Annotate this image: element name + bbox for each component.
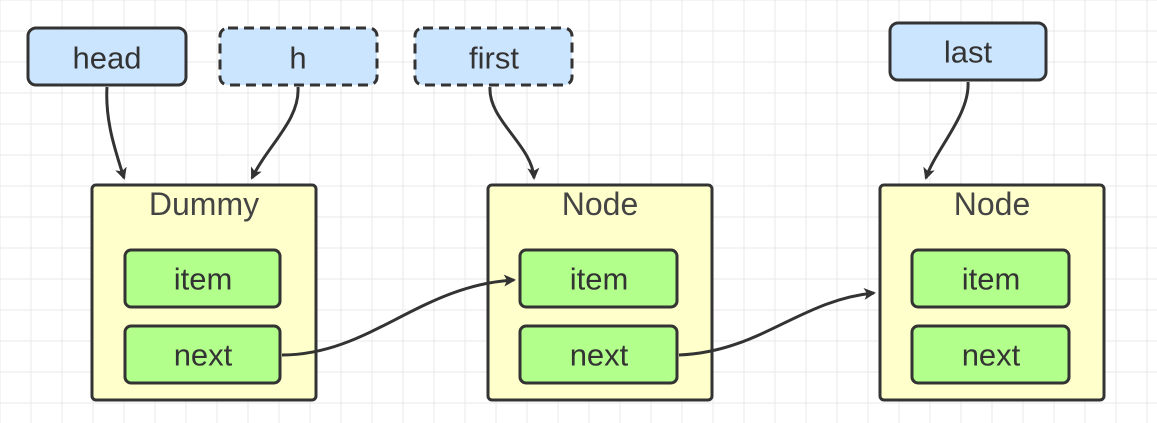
node-dummy: Dummy item next bbox=[90, 183, 318, 402]
arrow-node1-next-to-node2 bbox=[678, 287, 876, 357]
arrow-h-to-dummy bbox=[250, 86, 300, 180]
field-next-label: next bbox=[962, 338, 1021, 373]
field-item-label: item bbox=[570, 262, 629, 297]
pointer-h-label: h bbox=[289, 41, 306, 76]
pointer-first: first bbox=[413, 26, 574, 87]
node-node1: Node item next bbox=[486, 183, 714, 402]
pointer-first-label: first bbox=[469, 41, 519, 76]
field-next: next bbox=[123, 324, 282, 385]
pointer-head-label: head bbox=[73, 41, 142, 76]
arrow-head-to-dummy bbox=[105, 86, 127, 180]
pointer-last: last bbox=[888, 21, 1048, 82]
field-next: next bbox=[518, 324, 679, 385]
field-item: item bbox=[518, 248, 679, 309]
field-next-label: next bbox=[174, 338, 233, 373]
node-node2-title: Node bbox=[954, 186, 1031, 222]
pointer-h: h bbox=[218, 26, 379, 87]
pointer-head: head bbox=[26, 26, 188, 87]
field-item: item bbox=[910, 248, 1071, 309]
arrow-first-to-node1 bbox=[488, 86, 540, 180]
pointer-last-label: last bbox=[944, 35, 993, 70]
node-node2: Node item next bbox=[878, 183, 1106, 402]
field-item-label: item bbox=[962, 262, 1021, 297]
field-item: item bbox=[123, 248, 282, 309]
arrow-last-to-node2 bbox=[923, 81, 970, 180]
field-next-label: next bbox=[570, 338, 629, 373]
field-item-label: item bbox=[174, 262, 233, 297]
arrow-dummy-next-to-node1-item bbox=[281, 274, 516, 357]
node-dummy-title: Dummy bbox=[149, 186, 259, 222]
node-node1-title: Node bbox=[562, 186, 639, 222]
field-next: next bbox=[910, 324, 1071, 385]
